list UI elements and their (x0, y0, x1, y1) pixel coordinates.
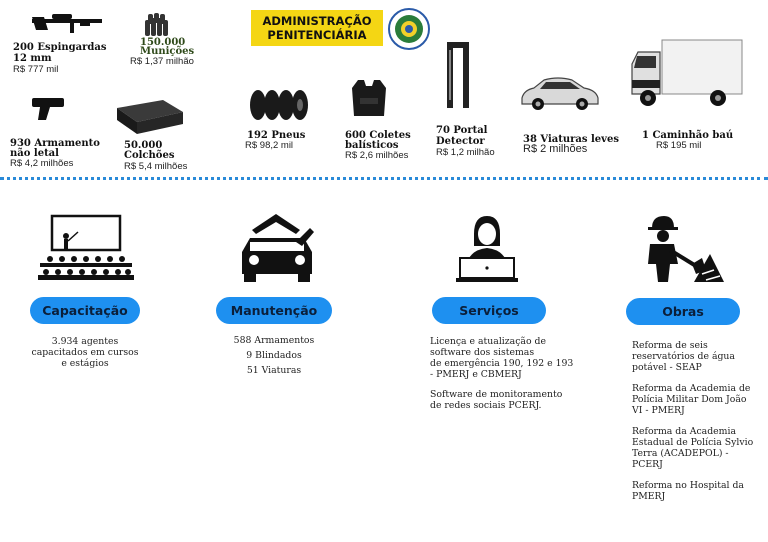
ammunition-label-1: 150.000 (140, 37, 186, 48)
rifle-label-1: 200 Espingardas (13, 42, 107, 53)
truck-label: 1 Caminhão baú (642, 130, 734, 141)
manutencao-text: 588 Armamentos 9 Blindados 51 Viaturas (222, 333, 326, 378)
tires-icon (250, 90, 308, 120)
detector-label-1: 70 Portal (436, 125, 488, 136)
seal-icon (388, 8, 430, 50)
obras-line: Reforma da Academia (632, 426, 736, 437)
car-repair-icon (242, 214, 314, 282)
capacitacao-pill: Capacitação (30, 297, 140, 324)
ammunition-label-2: Munições (140, 46, 195, 57)
servicos-text: Licença e atualização de software dos si… (430, 336, 590, 411)
obras-line: Polícia Militar Dom João (632, 394, 747, 405)
obras-line: Reforma da Academia de (632, 383, 751, 394)
servicos-line: software dos sistemas (430, 347, 535, 358)
obras-line: PCERJ (632, 459, 663, 470)
classroom-icon (38, 214, 134, 280)
operator-icon (456, 216, 518, 282)
manutencao-line: 9 Blindados (246, 350, 302, 361)
servicos-line: - PMERJ e CBMERJ (430, 369, 522, 380)
car-icon (521, 77, 599, 110)
worker-icon (648, 216, 724, 282)
obras-pill: Obras (626, 298, 740, 325)
vest-value: R$ 2,6 milhões (345, 150, 409, 161)
vest-label-2: balísticos (345, 140, 399, 151)
tires-value: R$ 98,2 mil (245, 140, 294, 151)
taser-label-2: não letal (10, 148, 59, 159)
banner-line-1: ADMINISTRAÇÃO (262, 14, 372, 28)
banner: ADMINISTRAÇÃO PENITENCIÁRIA (251, 10, 383, 46)
obras-line: Estadual de Polícia Sylvio (632, 437, 754, 448)
obras-line: Reforma no Hospital da (632, 480, 744, 491)
ammunition-icon (145, 13, 168, 36)
vest-icon (352, 80, 386, 116)
mattress-label-2: Colchões (124, 150, 175, 161)
ammunition-value: R$ 1,37 milhão (130, 56, 194, 67)
detector-icon (447, 42, 469, 108)
dotted-divider (0, 177, 768, 180)
capacitacao-line: e estágios (61, 358, 109, 369)
obras-line: Reforma de seis (632, 340, 708, 351)
rifle-label-2: 12 mm (13, 53, 52, 64)
servicos-line: Software de monitoramento (430, 389, 563, 400)
capacitacao-line: 3.934 agentes (51, 336, 119, 347)
capacitacao-text: 3.934 agentes capacitados em cursos e es… (30, 336, 140, 369)
servicos-line: de redes sociais PCERJ. (430, 400, 542, 411)
detector-value: R$ 1,2 milhão (436, 147, 495, 158)
car-value: R$ 2 milhões (523, 143, 588, 155)
capacitacao-line: capacitados em cursos (31, 347, 139, 358)
obras-line: PMERJ (632, 491, 666, 502)
servicos-pill: Serviços (432, 297, 546, 324)
manutencao-line: 51 Viaturas (246, 365, 302, 376)
mattress-icon (117, 100, 183, 134)
servicos-line: de emergência 190, 192 e 193 (430, 358, 574, 369)
manutencao-pill: Manutenção (216, 297, 332, 324)
tires-label: 192 Pneus (247, 130, 306, 141)
obras-line: Terra (ACADEPOL) - (632, 448, 729, 459)
taser-label-1: 930 Armamento (10, 138, 100, 149)
truck-value: R$ 195 mil (656, 140, 702, 151)
obras-line: VI - PMERJ (632, 405, 685, 416)
taser-icon (32, 98, 64, 120)
taser-value: R$ 4,2 milhões (10, 158, 74, 169)
rifle-value: R$ 777 mil (13, 64, 59, 75)
vest-label-1: 600 Coletes (345, 130, 411, 141)
obras-text: Reforma de seis reservatórios de água po… (632, 340, 762, 502)
servicos-line: Licença e atualização de (430, 336, 546, 347)
truck-icon (631, 39, 743, 106)
mattress-value: R$ 5,4 milhões (124, 161, 188, 172)
obras-line: potável - SEAP (632, 362, 702, 373)
manutencao-line: 588 Armamentos (233, 335, 315, 346)
detector-label-2: Detector (436, 136, 485, 147)
car-label: 38 Viaturas leves (523, 134, 619, 145)
mattress-label-1: 50.000 (124, 140, 163, 151)
obras-line: reservatórios de água (632, 351, 735, 362)
rifle-icon (32, 14, 102, 33)
banner-line-2: PENITENCIÁRIA (267, 28, 367, 42)
